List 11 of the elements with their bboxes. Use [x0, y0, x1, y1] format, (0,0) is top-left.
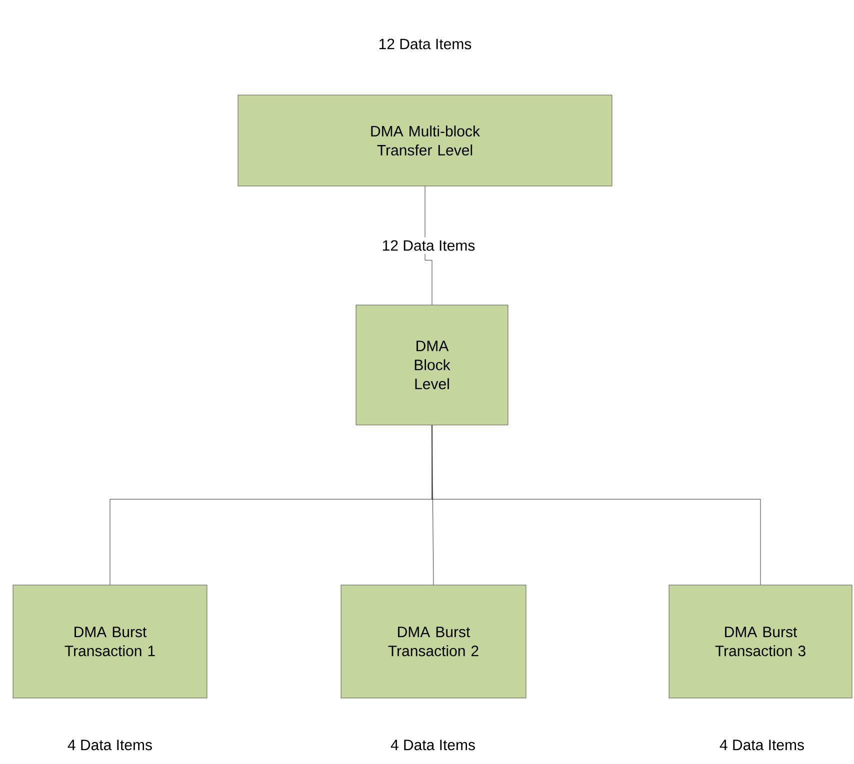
process-box: DMA Burst Transaction 1 — [12, 584, 208, 698]
process-box: DMA Burst Transaction 2 — [340, 584, 526, 698]
edge-label: 12 Data Items — [382, 240, 475, 251]
process-box: DMA Burst Transaction 3 — [668, 584, 852, 698]
data-count-label: 12 Data Items — [379, 38, 472, 50]
process-box: DMA Block Level — [356, 304, 508, 426]
data-count-label: 4 Data Items — [390, 740, 475, 750]
data-count-label: 4 Data Items — [720, 740, 804, 750]
process-box: DMA Multi-block Transfer Level — [238, 94, 612, 186]
data-count-label: 4 Data Items — [68, 740, 152, 750]
connector-line — [432, 425, 761, 585]
